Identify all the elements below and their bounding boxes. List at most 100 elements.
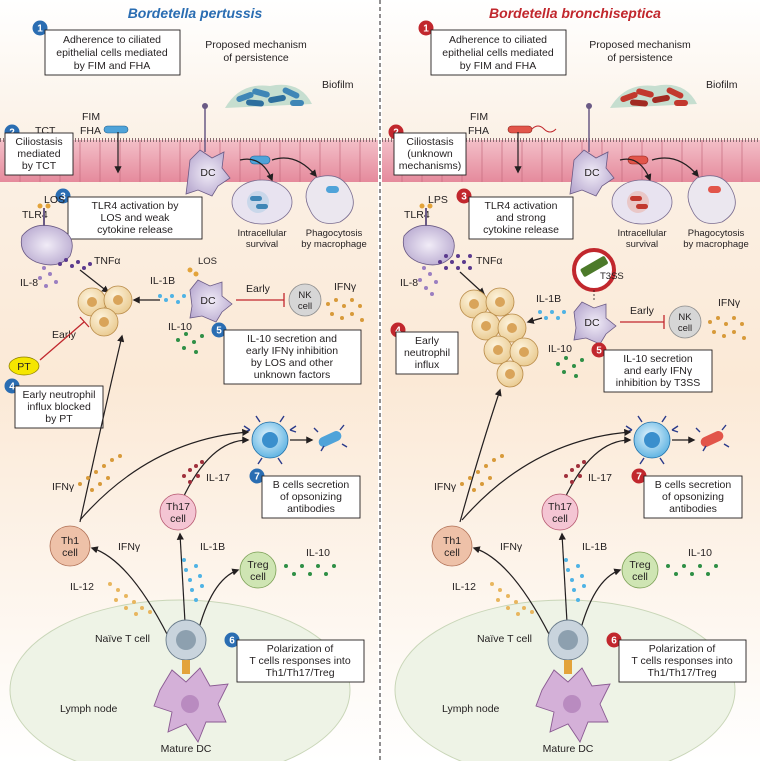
tlr4-cell-left [20,203,73,266]
intracellular-cell-left [231,179,293,225]
fim-label: FIM [82,111,100,123]
r-il1b2-label: IL-1B [582,541,607,553]
il10-dots-left [176,332,204,354]
r-il10b-label: IL-10 [688,547,712,559]
r-step7-number: 7 [636,472,642,483]
r-step1-line2: epithelial cells mediated [442,47,554,59]
mature-label: Mature DC [161,743,212,755]
r-proposed-line1: Proposed mechanism [589,39,691,51]
r-th1-line1: Th1 [443,535,461,547]
r-intracellular-line1: Intracellular [617,228,666,239]
r-dc-middle [573,301,617,345]
r-flagellum [531,125,557,133]
tnf-label: TNFα [94,255,120,267]
proposed-line2: of persistence [223,52,289,64]
r-il1b2-dots [564,558,586,602]
tlr4-label: TLR4 [22,209,48,221]
step6-number: 6 [229,636,235,647]
r-opsonized-bacterium [695,424,730,452]
step3-badge [55,188,71,204]
r-intracellular-arrow [619,158,652,182]
r-dc-middle-label: DC [584,317,600,329]
r-t3ss-needle [580,256,608,277]
ifng-label: IFNγ [334,281,357,293]
r-step6-line1: Polarization of [649,643,716,655]
r-step5-number: 5 [596,346,602,357]
r-tnf-arrow [459,271,486,295]
r-th17-cell [541,493,579,531]
th17-bcell-arrow-left [181,436,250,501]
step6-badge [224,632,240,648]
r-ifng-dots [708,316,746,340]
th17-line2: cell [170,513,186,525]
r-nk-line1: NK [678,312,692,323]
th1-polarization-arrow-left [90,546,171,641]
treg-line2: cell [250,571,266,583]
r-phago-line2: by macrophage [683,239,748,250]
step5-box [223,329,362,385]
macrophage-left [305,175,354,224]
r-t3ss-label: T3SS [600,271,624,282]
r-lps-label: LPS [428,194,448,206]
th17-line1: Th17 [166,501,190,513]
il1b2-label: IL-1B [200,541,225,553]
r-mature-label: Mature DC [543,743,594,755]
step5-line3: by LOS and other [251,357,334,369]
il17-label: IL-17 [206,472,230,484]
mature-dc-left [153,667,229,743]
r-il10-dots [556,356,584,378]
step3-line3: cytokine release [97,224,173,236]
treg-line1: Treg [247,559,268,571]
r-il1b-dots [538,310,566,320]
left-panel: Bordetella pertussis 1 Adherence to cili… [0,5,378,755]
step1-line1: Adherence to ciliated [63,34,161,46]
r-step7-line3: antibodies [669,503,717,515]
r-neutrophils [459,287,539,388]
phago-arrow-left [271,157,317,178]
left-title: Bordetella pertussis [128,5,263,21]
right-panel: Bordetella bronchiseptica 1 Adherence to… [382,5,760,755]
il12-dots-left [108,582,152,616]
r-step4-number: 4 [395,326,401,337]
los-label: LOS [44,194,65,206]
r-step2-line1: Ciliostasis [406,136,453,148]
step7-line2: of opsonizing [280,491,342,503]
th17-cell-left [159,493,197,531]
step2-line3: by TCT [22,160,57,172]
r-dc-epithelial-label: DC [584,167,600,179]
step1-line2: epithelial cells mediated [56,47,168,59]
th1-neutro-arrow-left [79,334,125,523]
r-treg-line1: Treg [629,559,650,571]
right-title: Bordetella bronchiseptica [489,5,661,21]
step7-line1: B cells secretion [273,479,350,491]
neutrophils-left [77,285,133,337]
treg-cell-left [239,551,277,589]
ifng2-label: IFNγ [52,481,75,493]
phago-line2: by macrophage [301,239,366,250]
r-il12-label: IL-12 [452,581,476,593]
r-step1-badge [418,20,434,36]
step1-badge [32,20,48,36]
r-step4-box [395,331,459,375]
step2-line2: mediated [17,148,60,160]
r-step2-line3: mechanisms) [399,160,461,172]
r-step1-line3: by FIM and FHA [460,60,536,72]
r-intracellular-line2: survival [626,239,658,250]
r-nk-line2: cell [678,323,692,334]
r-il12-dots [490,582,534,616]
r-treg-line2: cell [632,571,648,583]
ifng3-label: IFNγ [118,541,141,553]
tnf-arrow-left [79,269,110,293]
r-step5-line3: inhibition by T3SS [616,377,700,389]
early-label: Early [52,329,77,341]
r-macrophage [687,175,736,224]
r-biofilm-label: Biofilm [706,79,738,91]
pt-label: PT [17,361,31,373]
r-il8-label: IL-8 [400,277,418,289]
step5-line4: unknown factors [254,369,330,381]
step1-line3: by FIM and FHA [74,60,150,72]
step1-number: 1 [37,24,43,35]
step6-box [236,639,365,683]
biofilm-label: Biofilm [322,79,354,91]
intracellular-arrow-left [239,158,274,182]
